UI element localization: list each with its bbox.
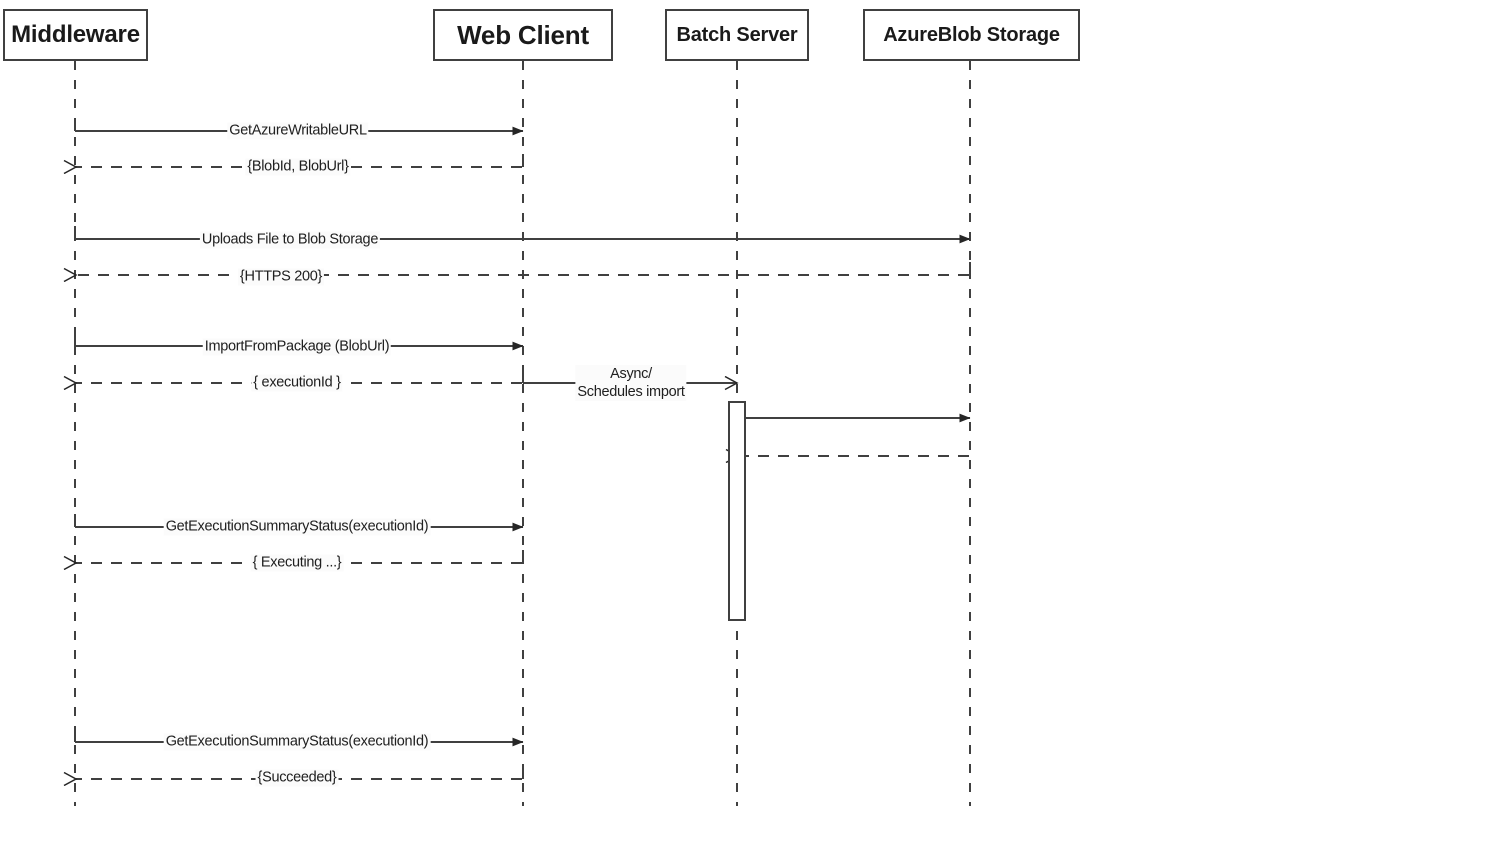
actor-label-middleware: Middleware (11, 21, 140, 48)
actor-box-batch_server[interactable]: Batch Server (665, 9, 809, 61)
activation-layer (728, 401, 746, 621)
message-m4 (76, 262, 971, 275)
activation-bar-batch_server (728, 401, 746, 621)
message-label-m10: GetExecutionSummaryStatus(executionId) (163, 518, 431, 536)
actor-box-web_client[interactable]: Web Client (433, 9, 613, 61)
actor-label-batch_server: Batch Server (676, 23, 798, 46)
actor-label-azureblob_storage: AzureBlob Storage (883, 23, 1060, 46)
message-label-m3: Uploads File to Blob Storage (199, 231, 381, 249)
message-label-m2: {BlobId, BlobUrl} (245, 158, 351, 176)
message-label-m6: { executionId } (251, 374, 343, 392)
message-label-m5: ImportFromPackage (BlobUrl) (202, 338, 392, 356)
message-label-m13: {Succeeded} (255, 769, 339, 787)
lifeline-layer (74, 61, 971, 806)
message-label-m4: {HTTPS 200} (237, 268, 325, 286)
message-label-m7: Async/ Schedules import (575, 365, 687, 401)
actor-label-web_client: Web Client (457, 19, 589, 50)
message-label-m12: GetExecutionSummaryStatus(executionId) (163, 733, 431, 751)
actor-box-azureblob_storage[interactable]: AzureBlob Storage (863, 9, 1080, 61)
message-label-m1: GetAzureWritableURL (227, 122, 369, 140)
message-label-m11: { Executing ...} (250, 554, 344, 572)
actor-box-middleware[interactable]: Middleware (3, 9, 148, 61)
